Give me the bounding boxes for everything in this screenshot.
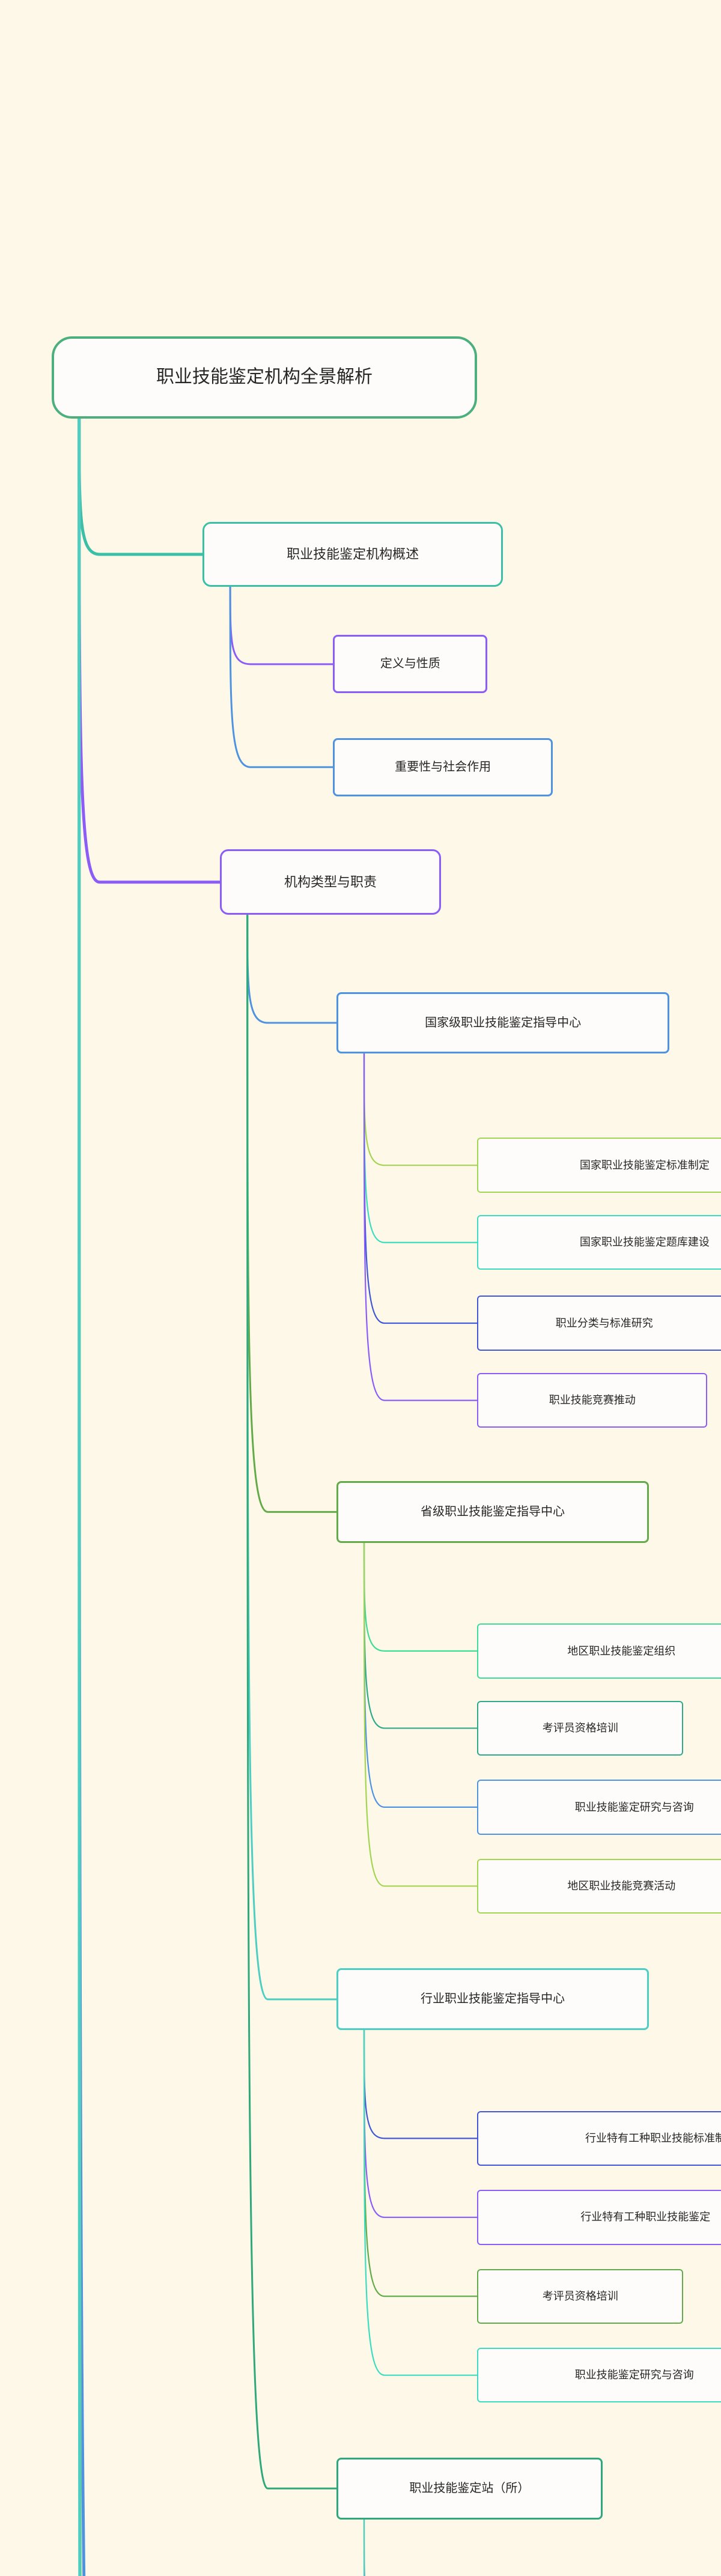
mindmap-node-n2d[interactable]: 职业技能鉴定站（所） [336,2457,603,2520]
node-label: 定义与性质 [380,657,440,671]
node-label: 行业特有工种职业技能标准制定 [585,2132,721,2144]
edge-n2b-to-n2b4 [363,1542,478,1887]
edge-n2b-to-n2b2 [363,1542,478,1729]
edge-n2b-to-n2b1 [363,1542,478,1652]
mindmap-node-n2c3[interactable]: 考评员资格培训 [477,2268,684,2324]
node-label: 职业技能鉴定研究与咨询 [574,1801,694,1813]
edge-n1-to-n1a [229,586,334,665]
mindmap-node-n2b3[interactable]: 职业技能鉴定研究与咨询 [477,1780,721,1835]
edge-root-to-n5 [78,417,82,2576]
node-label: 省级职业技能鉴定指导中心 [421,1505,565,1518]
node-label: 职业技能鉴定机构全景解析 [156,367,373,387]
edge-n2-to-n2c [246,914,338,2001]
node-label: 地区职业技能竞赛活动 [567,1879,676,1892]
mindmap-node-n2a1[interactable]: 国家职业技能鉴定标准制定 [477,1138,721,1193]
edge-n2a-to-n2a3 [363,1053,478,1324]
node-label: 地区职业技能鉴定组织 [567,1644,676,1657]
edge-n2-to-n2a [246,914,338,1024]
mindmap-node-n2a2[interactable]: 国家职业技能鉴定题库建设 [477,1215,721,1270]
edge-root-to-n3 [78,417,86,2576]
mindmap-node-n2b[interactable]: 省级职业技能鉴定指导中心 [336,1480,649,1543]
edge-n2d-to-n2d3 [363,2518,365,2576]
edge-n2c-to-n2c2 [363,2029,478,2218]
node-label: 机构类型与职责 [284,874,377,890]
node-label: 职业分类与标准研究 [555,1317,653,1329]
edge-n2c-to-n2c4 [363,2029,478,2376]
node-label: 国家职业技能鉴定标准制定 [579,1159,710,1171]
node-label: 考评员资格培训 [542,2290,618,2302]
edge-n2a-to-n2a1 [363,1053,478,1166]
edge-n1-to-n1b [229,586,334,768]
node-label: 行业特有工种职业技能鉴定 [580,2211,711,2223]
edge-n2a-to-n2a4 [363,1053,478,1401]
node-label: 国家级职业技能鉴定指导中心 [425,1016,582,1029]
node-label: 国家职业技能鉴定题库建设 [579,1236,710,1249]
edge-root-to-n4 [78,417,82,2576]
node-label: 考评员资格培训 [542,1722,618,1735]
edge-n2c-to-n2c1 [363,2029,478,2139]
node-label: 职业技能竞赛推动 [549,1394,636,1407]
mindmap-node-n1[interactable]: 职业技能鉴定机构概述 [202,521,503,587]
edge-n2-to-n2b [246,914,338,1513]
edge-n2b-to-n2b3 [363,1542,478,1808]
mindmap-node-n2a[interactable]: 国家级职业技能鉴定指导中心 [336,992,670,1054]
mindmap-node-n2a4[interactable]: 职业技能竞赛推动 [477,1372,708,1428]
edge-n2-to-n2d [246,914,338,2490]
mindmap-node-n2c[interactable]: 行业职业技能鉴定指导中心 [336,1968,649,2031]
mindmap-node-n1b[interactable]: 重要性与社会作用 [333,738,553,796]
node-label: 职业技能鉴定机构概述 [287,547,419,562]
edge-root-to-n1 [78,417,204,556]
mindmap-root-node[interactable]: 职业技能鉴定机构全景解析 [51,336,478,419]
node-label: 职业技能鉴定研究与咨询 [574,2369,694,2381]
edge-n2d-to-n2d1 [363,2518,365,2576]
node-label: 行业职业技能鉴定指导中心 [421,1992,565,2006]
edge-n2d-to-n2d2 [363,2518,365,2576]
mindmap-node-n2a3[interactable]: 职业分类与标准研究 [477,1296,721,1351]
mindmap-node-n2b1[interactable]: 地区职业技能鉴定组织 [477,1623,721,1679]
mindmap-node-n2c1[interactable]: 行业特有工种职业技能标准制定 [477,2111,721,2166]
node-label: 职业技能鉴定站（所） [409,2481,530,2495]
mindmap-node-n2b2[interactable]: 考评员资格培训 [477,1700,684,1756]
node-label: 重要性与社会作用 [395,760,491,774]
edge-n2c-to-n2c3 [363,2029,478,2297]
mindmap-node-n2c2[interactable]: 行业特有工种职业技能鉴定 [477,2190,721,2245]
mindmap-node-n1a[interactable]: 定义与性质 [333,635,488,694]
mindmap-node-n2c4[interactable]: 职业技能鉴定研究与咨询 [477,2347,721,2403]
edge-n2a-to-n2a2 [363,1053,478,1243]
edge-root-to-n2 [78,417,222,884]
mindmap-node-n2b4[interactable]: 地区职业技能竞赛活动 [477,1858,721,1914]
mindmap-node-n2[interactable]: 机构类型与职责 [219,849,442,915]
